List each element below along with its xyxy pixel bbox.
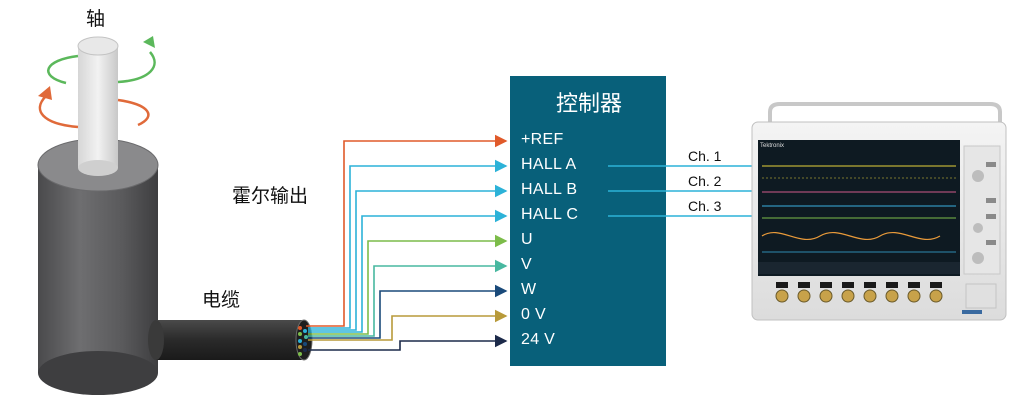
controller-title: 控制器 [555, 92, 622, 117]
oscilloscope [751, 102, 1007, 321]
rotation-arrow-orange [38, 86, 150, 129]
scope-screen [758, 140, 960, 276]
pin-v: V [521, 256, 532, 273]
pin-hall-b: HALL B [521, 181, 578, 198]
wire-hall-c [308, 209, 508, 333]
controller-box [510, 76, 666, 366]
wire-0v [308, 309, 508, 341]
pin-24v: 24 V [521, 331, 556, 348]
scope-brand-label: Tektronix [760, 143, 785, 149]
hall-outputs-label: 霍尔输出 [232, 185, 309, 207]
wire-hall-b [308, 184, 508, 331]
wire-u [308, 234, 508, 335]
pin-ref: +REF [521, 131, 564, 148]
motor-shaft [77, 36, 119, 176]
channel-1-label: Ch. 1 [688, 148, 722, 164]
wire-ref [306, 134, 508, 327]
pin-0v: 0 V [521, 306, 546, 323]
wire-w [308, 284, 508, 339]
wire-v [308, 259, 508, 337]
channel-3-label: Ch. 3 [688, 198, 722, 214]
pin-w: W [521, 281, 537, 298]
axis-label: 轴 [86, 8, 106, 30]
scope-input-connectors [775, 282, 943, 303]
cable-label: 电缆 [202, 289, 241, 311]
cable [148, 319, 313, 361]
pin-hall-a: HALL A [521, 156, 577, 173]
wire-24v [308, 334, 508, 351]
cable-wire-ends [298, 326, 308, 356]
scope-traces [761, 165, 956, 253]
rotation-arrow-green [47, 36, 156, 85]
wire-hall-a [308, 159, 508, 329]
pin-hall-c: HALL C [521, 206, 579, 223]
channel-2-label: Ch. 2 [688, 173, 722, 189]
pin-u: U [521, 231, 533, 248]
motor [37, 138, 159, 395]
